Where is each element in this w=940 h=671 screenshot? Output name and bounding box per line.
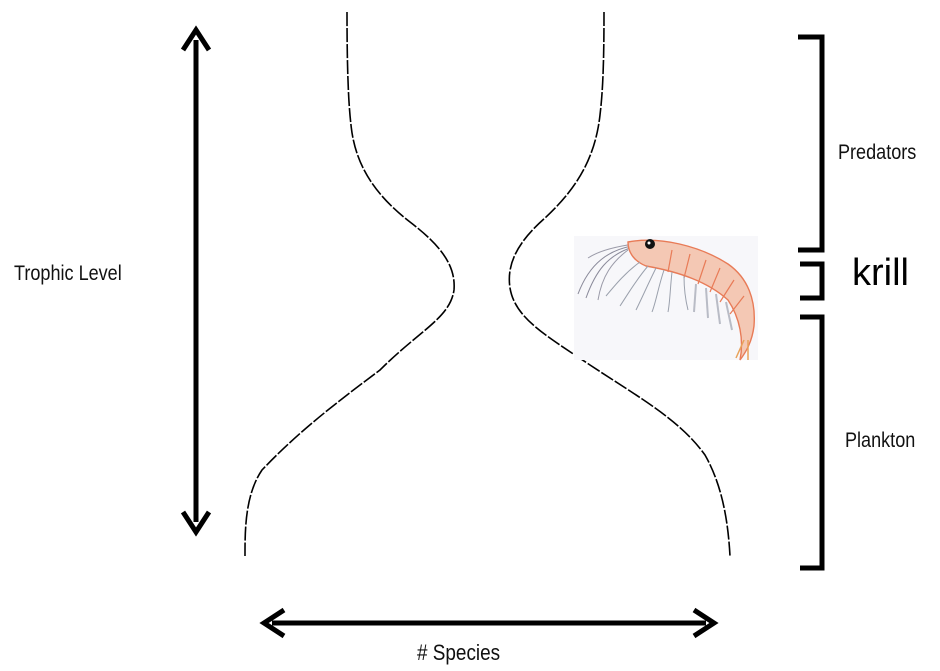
krill-illustration — [574, 236, 758, 360]
krill-label: krill — [852, 252, 909, 295]
predators-label: Predators — [838, 141, 916, 165]
species-count-arrow — [264, 610, 714, 636]
y-axis-label: Trophic Level — [14, 262, 122, 286]
hourglass-left-curve — [245, 12, 454, 556]
krill-bracket — [800, 264, 822, 298]
predators-bracket — [798, 37, 822, 250]
plankton-label: Plankton — [845, 429, 915, 453]
trophic-level-arrow — [183, 30, 209, 532]
x-axis-label: # Species — [417, 640, 500, 666]
plankton-bracket — [800, 317, 822, 568]
